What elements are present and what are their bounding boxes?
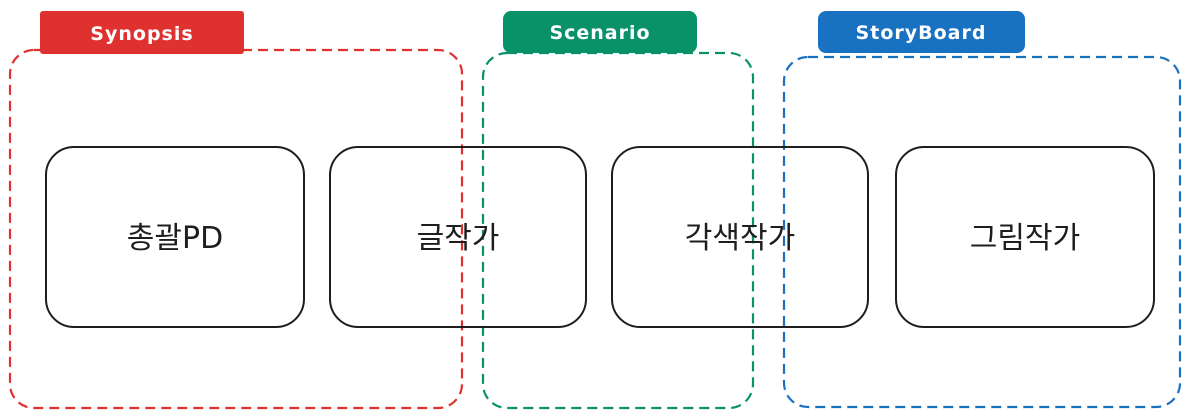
role-box-general-pd: 총괄PD [45,146,305,328]
storyboard-group-region [782,55,1182,409]
role-box-illustrator-outline [895,146,1155,328]
role-label-writer: 글작가 [417,221,500,256]
storyboard-tag-label: StoryBoard [856,22,987,44]
synopsis-tag: Synopsis [40,11,244,54]
scenario-tag: Scenario [503,11,697,53]
role-box-adaptation-writer: 각색작가 [611,146,869,328]
role-box-writer-outline [329,146,587,328]
role-box-general-pd-outline [45,146,305,328]
storyboard-tag-background [818,11,1025,53]
storyboard-tag: StoryBoard [818,11,1025,53]
role-label-adaptation-writer: 각색작가 [685,221,795,256]
scenario-group-region [481,51,755,410]
role-box-writer: 글작가 [329,146,587,328]
role-label-general-pd: 총괄PD [127,221,223,256]
scenario-tag-label: Scenario [549,22,650,44]
role-boxes: 총괄PD 글작가 각색작가 그림작가 [45,146,1155,328]
group-tags: Synopsis Scenario StoryBoard [40,11,1025,54]
role-box-adaptation-writer-outline [611,146,869,328]
role-box-illustrator: 그림작가 [895,146,1155,328]
synopsis-tag-background [40,11,244,54]
role-label-illustrator: 그림작가 [970,221,1080,256]
synopsis-tag-label: Synopsis [90,23,193,45]
synopsis-group-region [8,48,464,410]
scenario-tag-background [503,11,697,53]
